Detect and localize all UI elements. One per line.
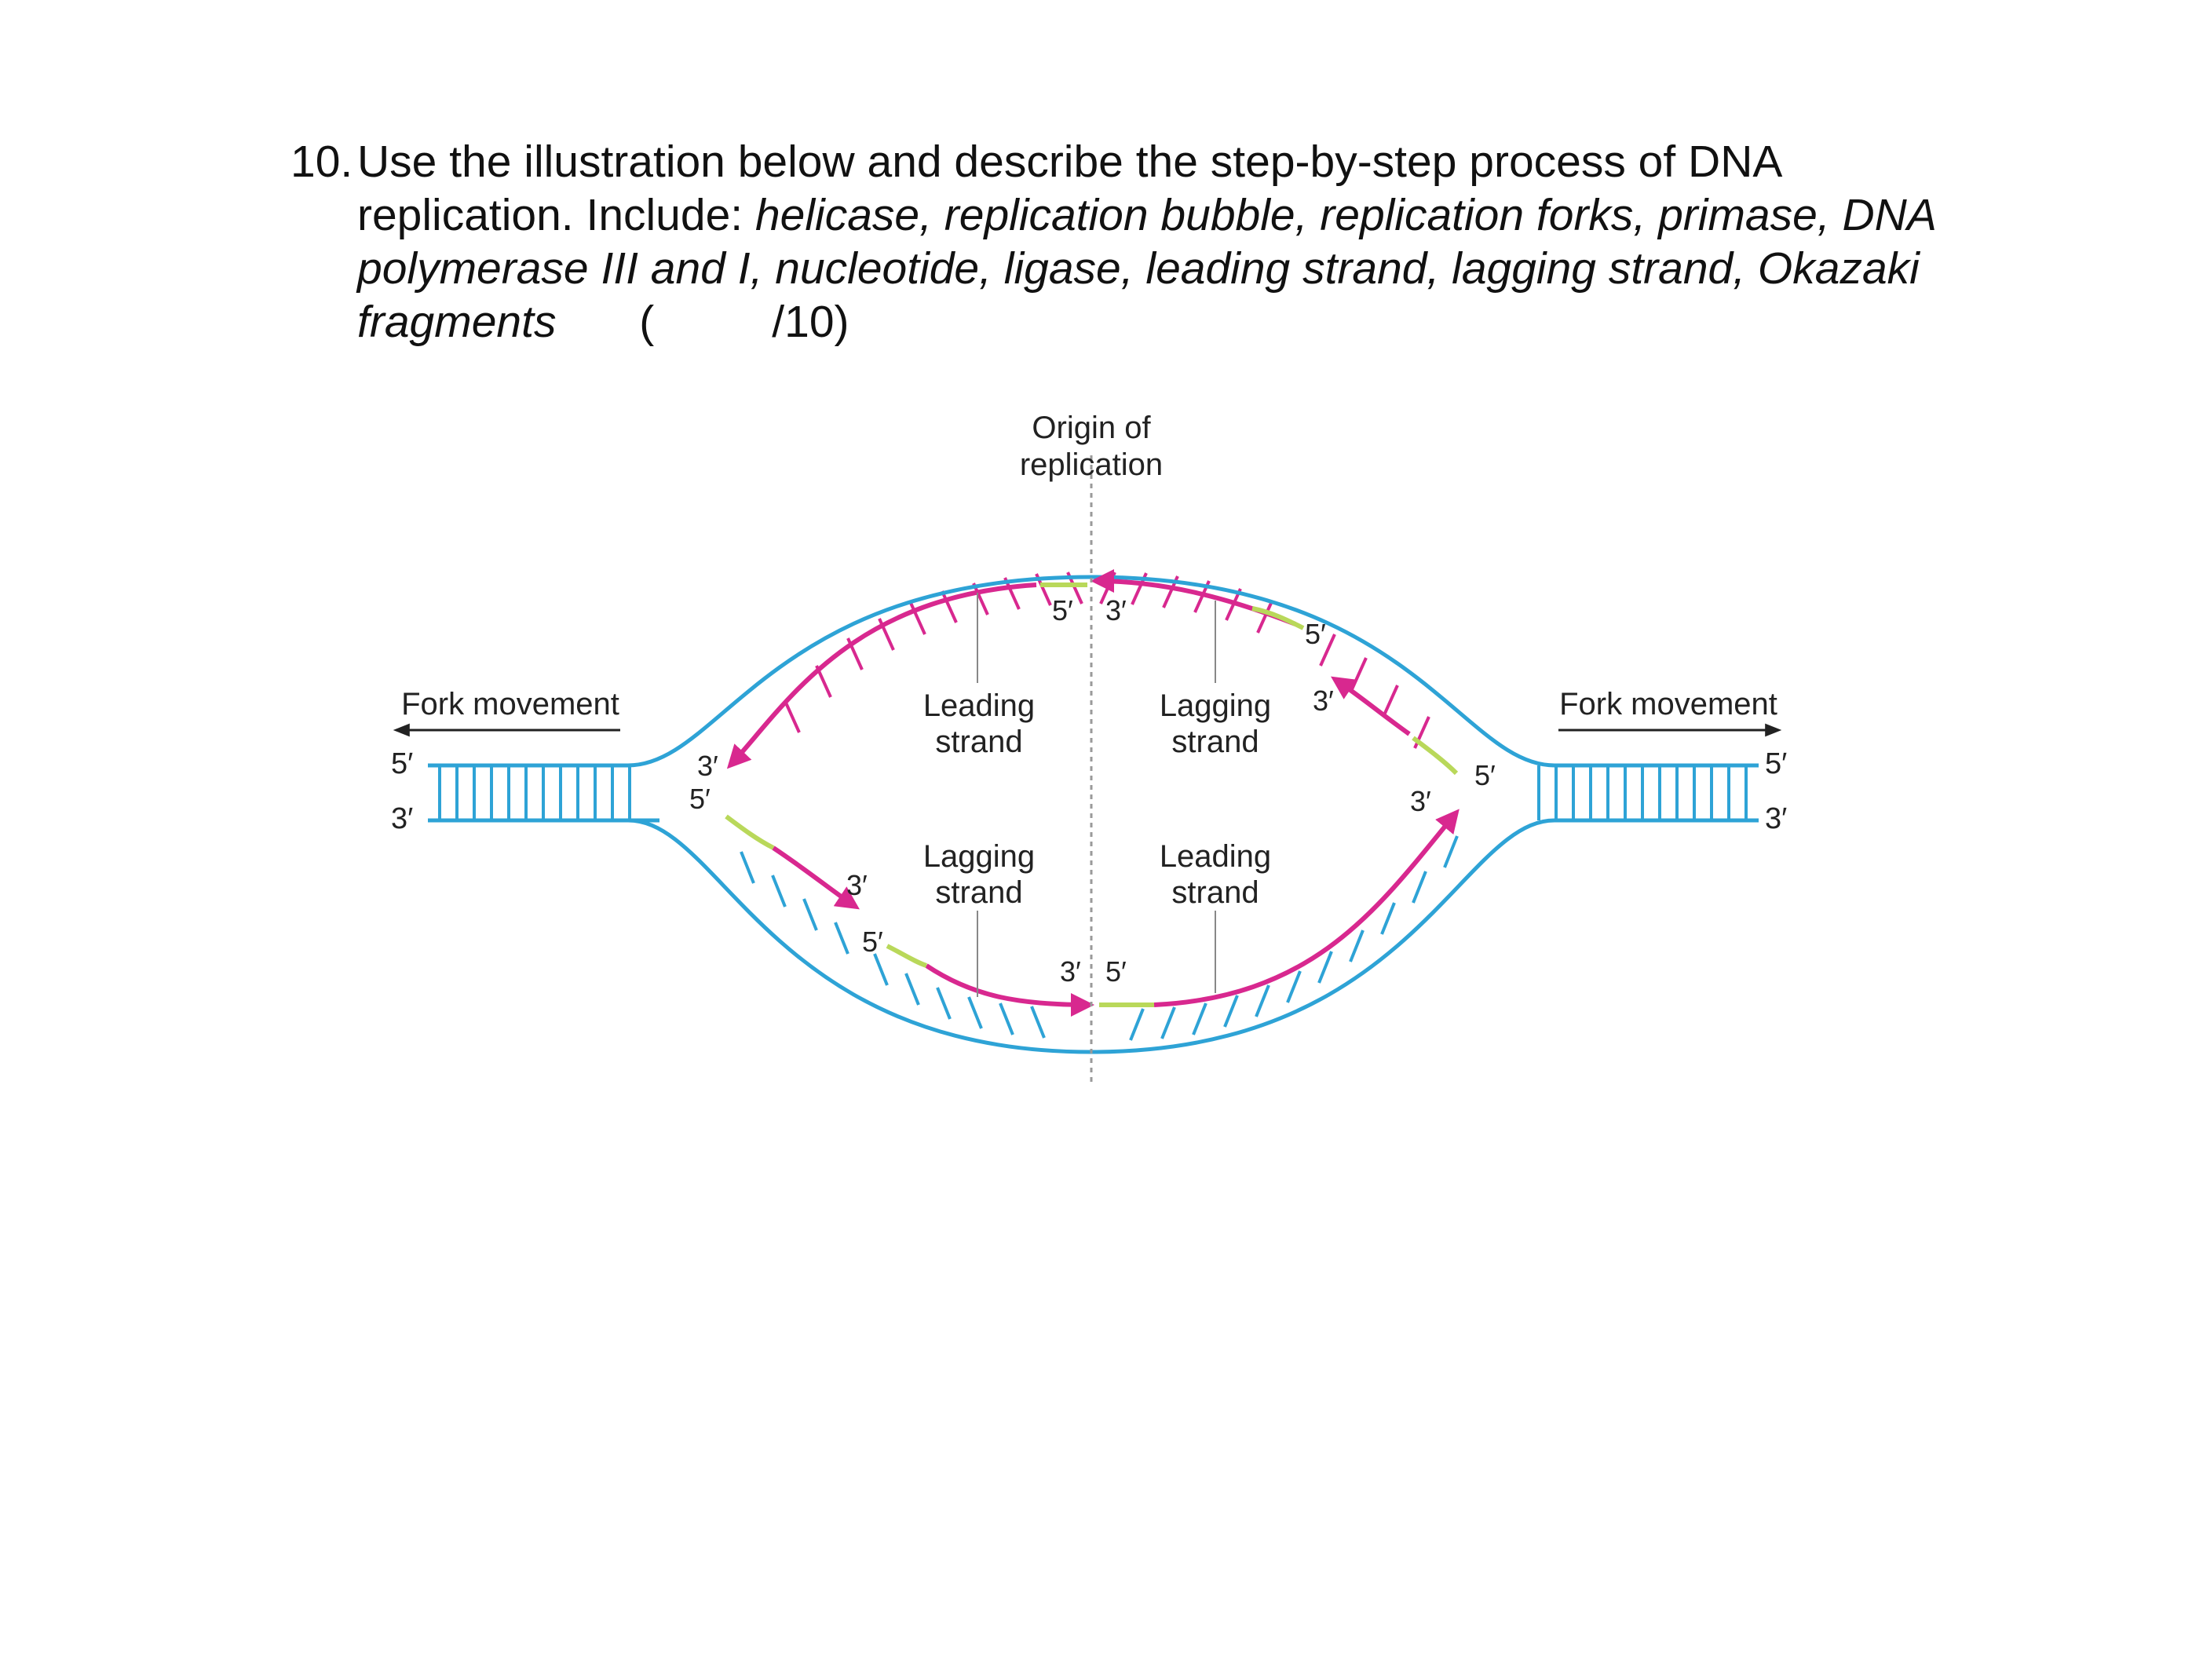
strand-label-lower-right-1: Leading [1160,839,1271,874]
base-pair-rung [1286,970,1302,1003]
lagging-strand-lower-left [925,963,1094,1017]
strand-label-upper-left-2: strand [935,725,1022,759]
end-lf-bot-5: 5′ [689,783,711,815]
base-pair-rung [1443,835,1459,868]
base-pair-rungs [438,572,1748,1041]
base-pair-rung [941,590,958,623]
base-pair-rung [1380,902,1396,935]
fork-movement-right: Fork movement [1559,687,1777,721]
end-right-bot-3: 3′ [1765,802,1787,835]
primer-right-fork [1412,736,1459,776]
strand-label-lower-right-2: strand [1171,875,1259,910]
end-top-right-5: 5′ [1305,618,1326,650]
end-right-top-5: 5′ [1765,747,1787,780]
origin-label-2: replication [1020,447,1163,482]
strand-label-lower-left-2: strand [935,875,1022,910]
base-pair-rung [972,583,989,615]
strand-label-upper-right-1: Lagging [1160,688,1271,723]
leading-strand-lower-right [1153,809,1460,1007]
score-total: /10) [772,297,849,347]
strand-label-upper-left-1: Leading [923,688,1035,723]
base-pair-rung [740,851,755,884]
lagging-fragment-lower-left [772,845,860,910]
score-open: ( [639,297,655,347]
okazaki-fragment-upper-right [1331,676,1411,736]
end-bot-left-5: 5′ [862,926,883,958]
end-bot-mid-3: 3′ [1060,955,1081,988]
base-pair-rung [936,987,952,1020]
base-pair-rung [1192,1003,1207,1035]
base-pair-rung [967,996,983,1029]
base-pair-rung [834,922,849,955]
primer-lower-left [725,814,775,850]
base-pair-rung [802,898,818,931]
end-left-bot-3: 3′ [391,802,413,835]
end-rf-3: 3′ [1410,785,1431,817]
leading-strand-upper-left [726,583,1037,769]
strand-label-lower-left-1: Lagging [923,839,1035,874]
end-bot-mid-5: 5′ [1105,955,1127,988]
base-pair-rung [1223,995,1239,1028]
end-top-right-3: 3′ [1313,685,1334,717]
end-lf-top-3: 3′ [697,750,718,782]
base-pair-rung [1255,984,1270,1017]
base-pair-rung [1382,685,1399,718]
end-top-mid-3: 3′ [1105,594,1127,626]
base-pair-rung [999,1003,1014,1035]
end-bot-left-3: 3′ [846,869,868,901]
base-pair-rung [784,700,801,733]
base-pair-rung [1129,1008,1145,1041]
base-pair-rung [1030,1006,1046,1039]
base-pair-rung [1349,929,1365,962]
base-pair-rung [873,953,889,986]
base-pair-rung [1319,634,1336,667]
base-pair-rung [1256,601,1273,634]
end-left-top-5: 5′ [391,747,413,780]
base-pair-rung [1412,871,1427,904]
question-terms: helicase, replication bubble, replicatio… [357,190,1935,347]
parent-strand-outer-top [428,575,1759,768]
parent-strand-outer-bottom [428,818,1759,1054]
primer-upper-right [1251,606,1305,630]
base-pair-rung [771,875,787,908]
question-text: Use the illustration below and describe … [357,135,2006,349]
base-pair-rung [909,602,926,635]
question-intro: Use the illustration below and describe … [357,137,1781,240]
fork-movement-left: Fork movement [401,687,619,721]
base-pair-rung [1350,657,1368,690]
base-pair-rung [1317,951,1333,984]
base-pair-rung [904,973,920,1006]
base-pair-rung [1160,1006,1176,1039]
origin-label-1: Origin of [1032,411,1151,445]
end-top-mid-5: 5′ [1052,594,1073,626]
question-number: 10. [290,137,353,187]
primer-lower-left-2 [886,944,928,968]
end-rf-5: 5′ [1474,759,1496,791]
strand-label-upper-right-2: strand [1171,725,1259,759]
